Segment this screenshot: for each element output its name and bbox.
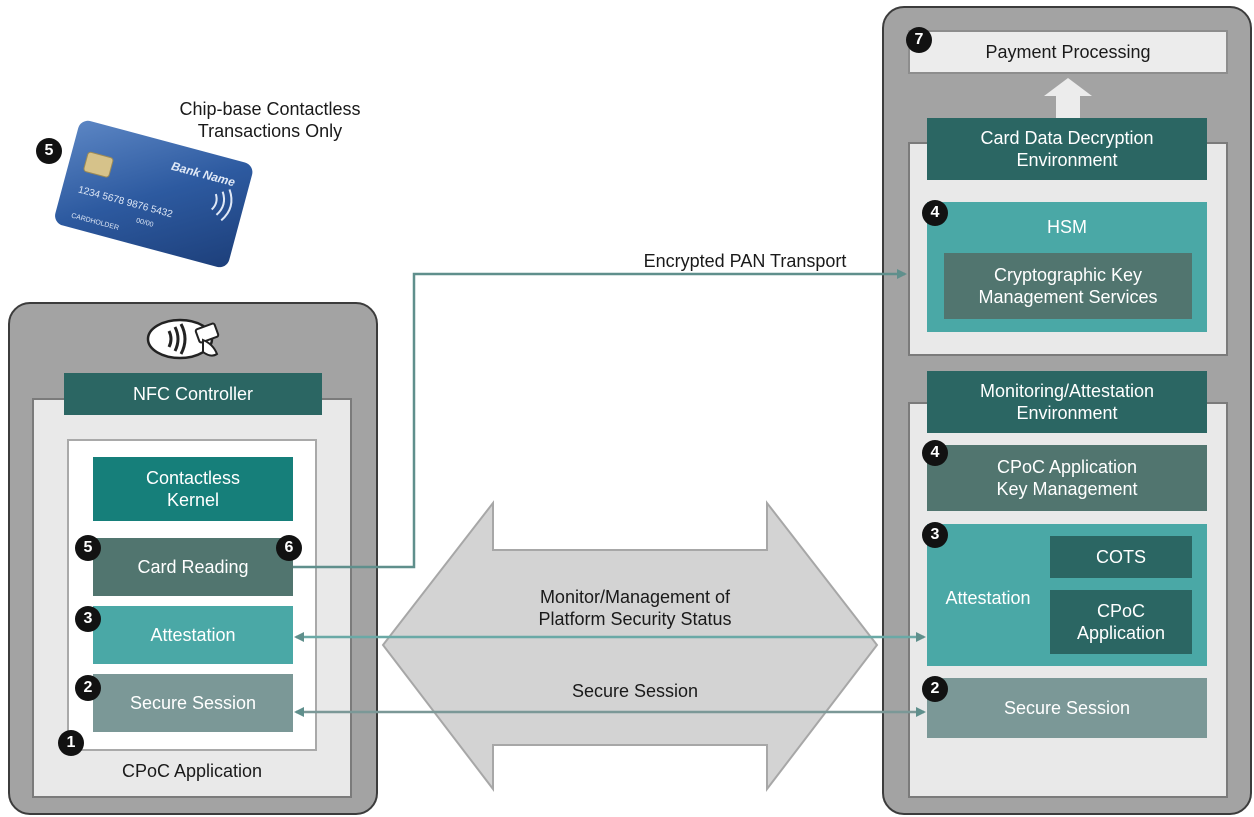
monitoring-attestation-environment: Monitoring/Attestation Environment xyxy=(927,371,1207,433)
cots-box: COTS xyxy=(1050,536,1192,578)
key-mgmt-line2: Key Management xyxy=(996,479,1138,499)
card-data-decryption-environment: Card Data Decryption Environment xyxy=(927,118,1207,180)
payment-processing: Payment Processing xyxy=(908,30,1228,74)
monitoring-env-line2: Environment xyxy=(1016,403,1118,423)
monitor-line1: Monitor/Management of xyxy=(539,587,731,607)
contactless-kernel-line1: Contactless xyxy=(145,468,241,488)
cpoc-app-line2: Application xyxy=(1076,623,1166,643)
card-reading-badge-right: 6 xyxy=(276,535,302,561)
left-attestation-badge: 3 xyxy=(75,606,101,632)
right-secure-session-badge: 2 xyxy=(922,676,948,702)
cpoc-application-label: CPoC Application xyxy=(121,761,263,781)
left-secure-session: Secure Session xyxy=(93,674,293,732)
platform-monitoring-double-arrow xyxy=(381,500,879,792)
cpoc-application-key-management: CPoC Application Key Management xyxy=(927,445,1207,511)
key-mgmt-line1: CPoC Application xyxy=(996,457,1138,477)
credit-card-icon: Bank Name 1234 5678 9876 5432 00/00 CARD… xyxy=(55,120,253,268)
monitoring-env-line1: Monitoring/Attestation xyxy=(979,381,1155,401)
contactless-kernel-line2: Kernel xyxy=(166,490,220,510)
hsm-label: HSM xyxy=(1047,217,1087,237)
crypto-line1: Cryptographic Key xyxy=(993,265,1143,285)
right-secure-session: Secure Session xyxy=(927,678,1207,738)
application-badge: 1 xyxy=(58,730,84,756)
credit-card-illustration: Bank Name 1234 5678 9876 5432 00/00 CARD… xyxy=(44,118,264,268)
card-caption-line1: Chip-base Contactless xyxy=(179,99,361,119)
encrypted-pan-transport-line xyxy=(293,269,907,569)
card-reading-badge-left: 5 xyxy=(75,535,101,561)
decryption-env-line1: Card Data Decryption xyxy=(980,128,1154,148)
card-valid-thru: 00/00 xyxy=(135,217,154,228)
monitor-line2: Platform Security Status xyxy=(538,609,732,629)
right-attestation-label: Attestation xyxy=(945,588,1031,608)
card-reading: Card Reading xyxy=(93,538,293,596)
nfc-controller: NFC Controller xyxy=(64,373,322,415)
decryption-env-line2: Environment xyxy=(1016,150,1118,170)
payment-processing-badge: 7 xyxy=(906,27,932,53)
card-caption: Chip-base Contactless Transactions Only xyxy=(150,98,390,142)
left-secure-session-badge: 2 xyxy=(75,675,101,701)
cryptographic-key-management-services: Cryptographic Key Management Services xyxy=(944,253,1192,319)
key-management-badge: 4 xyxy=(922,440,948,466)
contactless-tap-icon xyxy=(145,316,235,362)
monitor-management-label: Monitor/Management of Platform Security … xyxy=(470,586,800,630)
cpoc-application-box: CPoC Application xyxy=(1050,590,1192,654)
upward-arrow-icon xyxy=(1044,78,1092,120)
right-attestation-badge: 3 xyxy=(922,522,948,548)
hsm-badge: 4 xyxy=(922,200,948,226)
contactless-kernel: Contactless Kernel xyxy=(93,457,293,521)
crypto-line2: Management Services xyxy=(978,287,1158,307)
card-caption-line2: Transactions Only xyxy=(197,121,343,141)
left-attestation: Attestation xyxy=(93,606,293,664)
secure-session-label: Secure Session xyxy=(571,681,699,701)
encrypted-pan-transport-label: Encrypted PAN Transport xyxy=(643,251,847,271)
card-badge: 5 xyxy=(36,138,62,164)
cpoc-app-line1: CPoC xyxy=(1096,601,1145,621)
